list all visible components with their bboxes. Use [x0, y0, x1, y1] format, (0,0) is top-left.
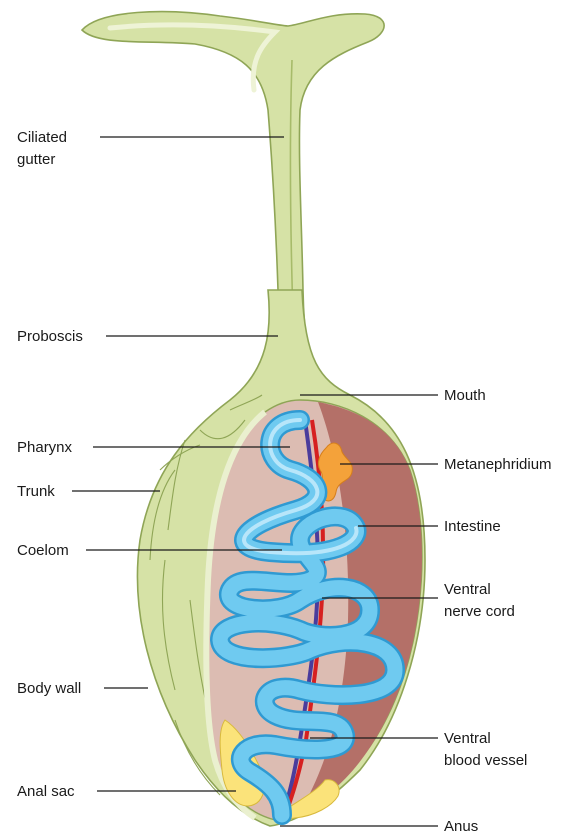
label-ciliated-gutter-line1: Ciliated [17, 129, 67, 146]
label-anal-sac: Anal sac [17, 783, 75, 800]
label-ventral-nerve-cord-line2: nerve cord [444, 603, 515, 620]
label-proboscis: Proboscis [17, 328, 83, 345]
label-body-wall: Body wall [17, 680, 81, 697]
label-ventral-blood-vessel-line1: Ventral [444, 730, 491, 747]
label-coelom: Coelom [17, 542, 69, 559]
label-ventral-nerve-cord: Ventral nerve cord [444, 581, 515, 620]
label-anus: Anus [444, 818, 478, 835]
label-mouth: Mouth [444, 387, 486, 404]
label-intestine: Intestine [444, 518, 501, 535]
label-ventral-blood-vessel: Ventral blood vessel [444, 730, 527, 769]
label-metanephridium: Metanephridium [444, 456, 552, 473]
proboscis-shape [82, 12, 384, 395]
label-ventral-blood-vessel-line2: blood vessel [444, 752, 527, 769]
label-ciliated-gutter-line2: gutter [17, 151, 55, 168]
label-ciliated-gutter: Ciliated gutter [17, 129, 71, 168]
label-pharynx: Pharynx [17, 439, 73, 456]
label-trunk: Trunk [17, 483, 55, 500]
label-ventral-nerve-cord-line1: Ventral [444, 581, 491, 598]
